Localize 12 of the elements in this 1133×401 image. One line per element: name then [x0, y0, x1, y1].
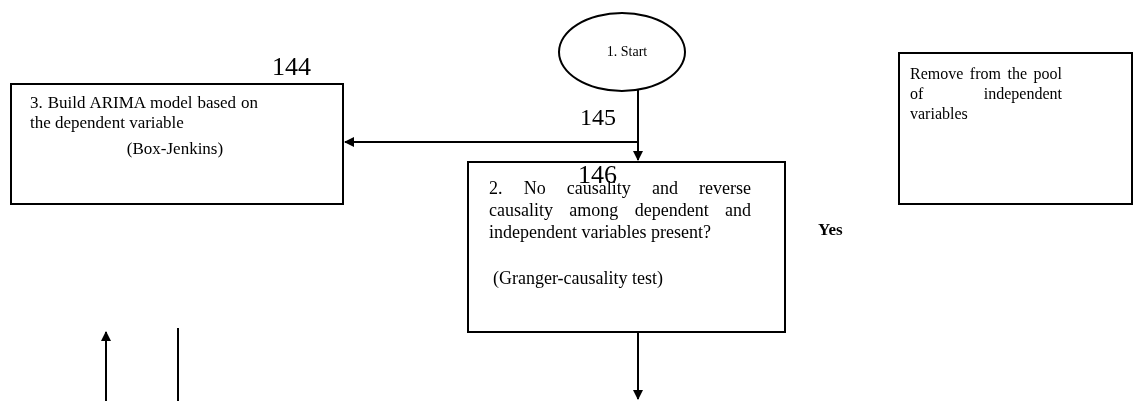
node-text: Remove from the pool of independent variables: [910, 64, 1062, 124]
process-box: [10, 83, 344, 205]
page-number: 144: [272, 52, 311, 82]
node-text: 3. Build ARIMA model based on the dependent variable: [30, 93, 258, 133]
arrow: [633, 332, 643, 400]
node-text: 1. Start: [605, 43, 649, 61]
node-text: (Granger-causality test): [492, 267, 665, 289]
branch-label: Yes: [818, 220, 843, 240]
process-box: [898, 52, 1133, 205]
node-text: (Box-Jenkins): [125, 139, 225, 159]
decision-box: [467, 161, 786, 333]
page-number: 145: [580, 104, 616, 131]
